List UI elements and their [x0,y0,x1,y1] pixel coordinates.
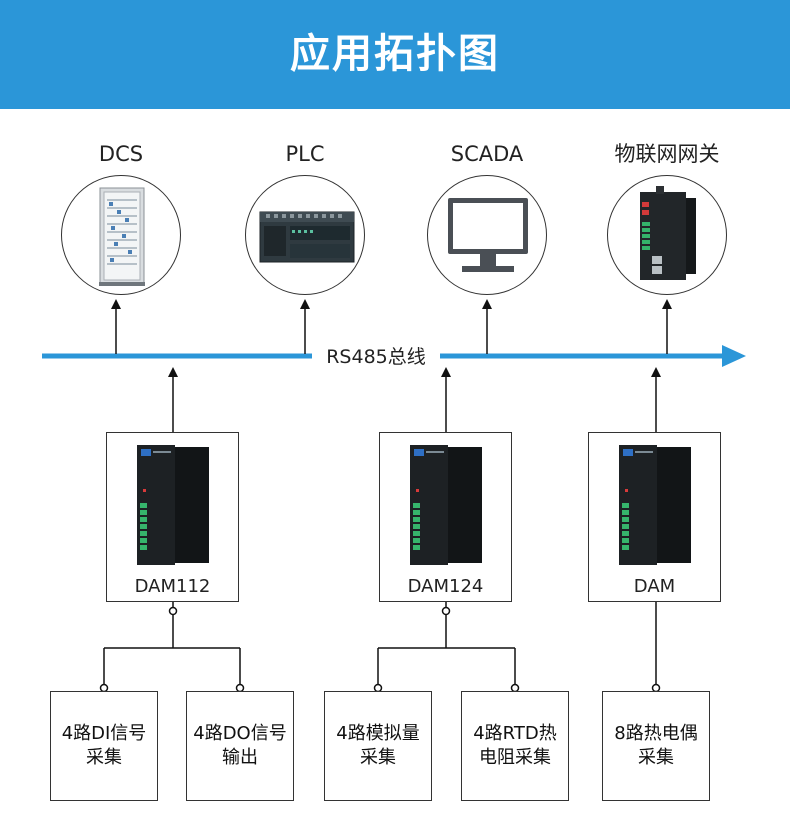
module-dam112: DAM112 [106,432,239,602]
scada-label: SCADA [450,142,524,166]
scada-node [427,175,547,295]
function-line-2: 采集 [86,747,122,768]
function-line-1: 4路DO信号 [193,723,287,744]
dcs-cabinet-icon [99,187,145,286]
function-line-2: 采集 [638,747,674,768]
monitor-icon [448,198,528,272]
function-line-2: 输出 [222,747,258,768]
dcs-node [61,175,181,295]
header-banner [0,0,790,109]
dcs-label: DCS [98,142,144,166]
dam-module-icon [410,445,482,565]
module-dam124: DAM124 [379,432,512,602]
plc-unit-icon [259,211,355,263]
module-label: DAM112 [134,576,211,597]
function-thermocouple-input: 8路热电偶 采集 [602,691,710,801]
function-do-output: 4路DO信号 输出 [186,691,294,801]
dam-module-icon [137,445,209,565]
module-label: DAM [633,576,676,597]
iot-gateway-label: 物联网网关 [614,142,720,166]
module-label: DAM124 [407,576,484,597]
function-line-1: 8路热电偶 [614,723,698,744]
dam-module-icon [619,445,691,565]
function-line-2: 电阻采集 [479,747,551,768]
dam124-branch [373,602,520,693]
rs485-bus-arrowhead [722,345,746,367]
dam-branch [651,602,661,693]
function-rtd-input: 4路RTD热 电阻采集 [461,691,569,801]
iot-gateway-icon [640,186,696,280]
plc-node [245,175,365,295]
plc-label: PLC [285,142,325,166]
function-line-2: 采集 [360,747,396,768]
function-analog-input: 4路模拟量 采集 [324,691,432,801]
function-line-1: 4路DI信号 [61,723,147,744]
function-line-1: 4路RTD热 [473,723,557,744]
iot-gateway-node [607,175,727,295]
page-title: 应用拓扑图 [290,31,500,77]
module-dam: DAM [588,432,721,602]
dam112-branch [99,602,245,693]
function-line-1: 4路模拟量 [336,723,420,744]
function-di-input: 4路DI信号 采集 [50,691,158,801]
rs485-bus-label: RS485总线 [312,343,440,371]
